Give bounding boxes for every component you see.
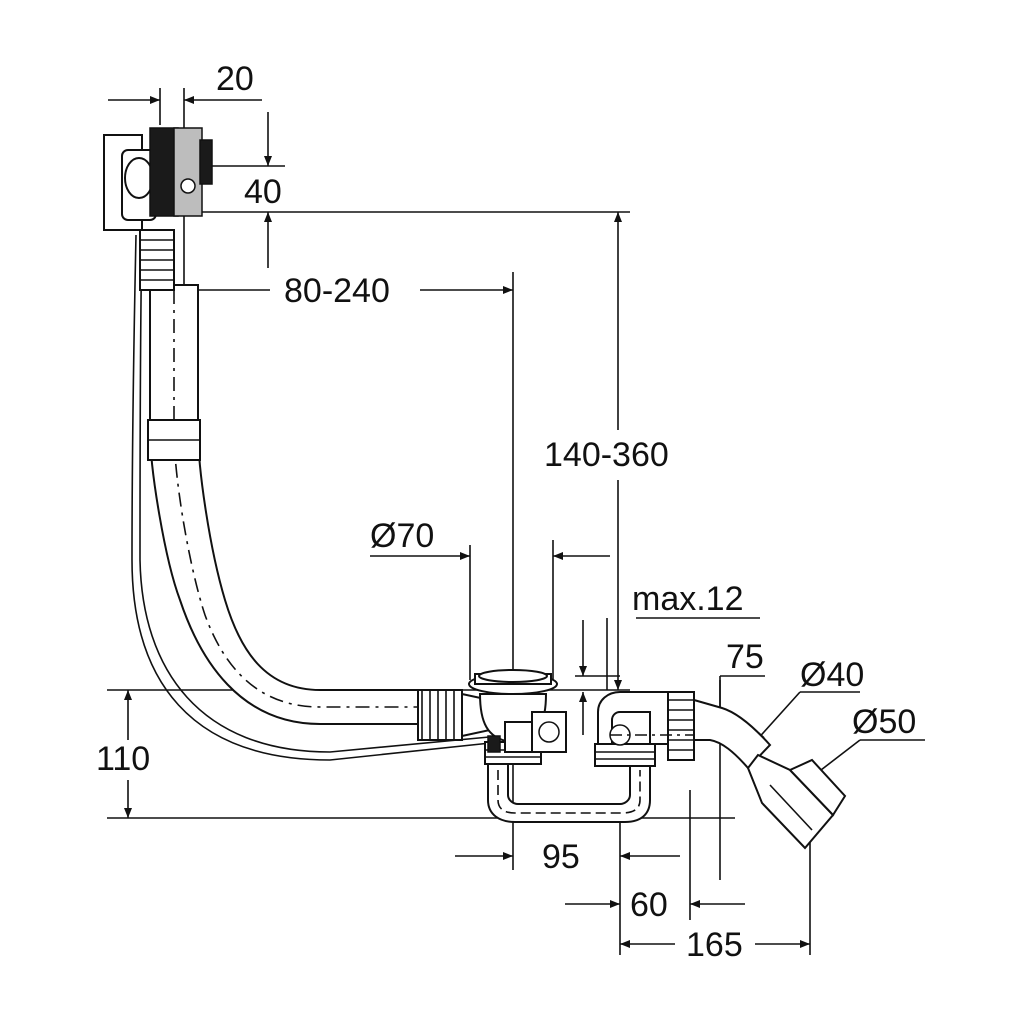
overflow-head <box>103 127 213 231</box>
dim-label-140-360: 140-360 <box>544 436 669 474</box>
drain-body <box>468 669 567 765</box>
dim-label-75: 75 <box>726 638 764 676</box>
angled-outlet <box>693 698 847 850</box>
dim-label-dia70: Ø70 <box>370 517 434 555</box>
dim-label-dia40: Ø40 <box>800 656 864 694</box>
dim-label-80-240: 80-240 <box>284 272 390 310</box>
dim-label-110: 110 <box>96 740 150 778</box>
pipe-coupling <box>417 689 491 741</box>
dim-dia40-arrow <box>754 691 801 743</box>
dim-label-95: 95 <box>542 838 580 876</box>
u-trap <box>487 691 700 823</box>
dim-label-20: 20 <box>216 60 254 98</box>
dimension-lines <box>108 96 925 948</box>
reference-lines <box>107 88 811 955</box>
bowden-cable <box>131 234 501 761</box>
dimension-labels: 20 40 80-240 140-360 Ø70 max.12 75 Ø40 Ø… <box>96 60 916 964</box>
dim-label-165: 165 <box>686 926 743 964</box>
dim-label-dia50: Ø50 <box>852 703 916 741</box>
dim-label-40: 40 <box>244 173 282 211</box>
dim-label-60: 60 <box>630 886 668 924</box>
dim-label-max12: max.12 <box>632 580 744 618</box>
